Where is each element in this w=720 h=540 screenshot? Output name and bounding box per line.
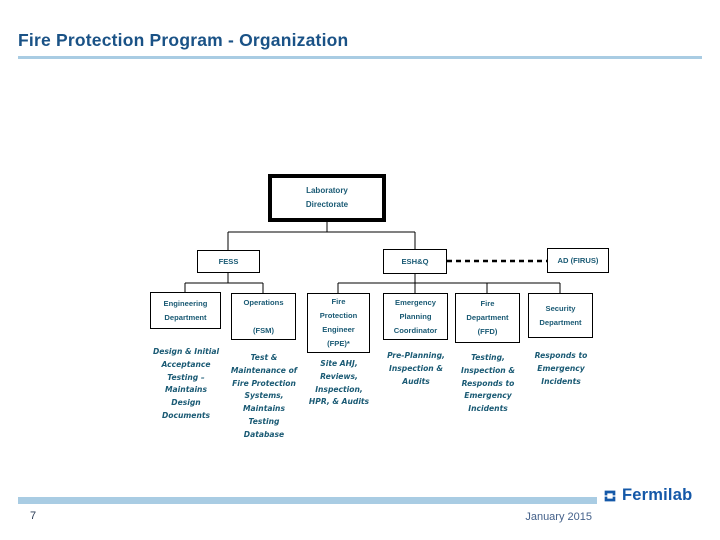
- slide-date: January 2015: [525, 511, 592, 523]
- org-node-engineering-department: Engineering Department: [150, 292, 221, 329]
- fermilab-logo: Fermilab: [602, 486, 692, 505]
- org-node-fire-department: Fire Department (FFD): [455, 293, 520, 343]
- page-number: 7: [30, 510, 37, 522]
- desc-operations: Test & Maintenance of Fire Protection Sy…: [230, 353, 298, 439]
- org-node-ad-firus: AD (FIRUS): [547, 248, 609, 273]
- org-node-security-department: Security Department: [528, 293, 593, 338]
- org-node-eshq: ESH&Q: [383, 249, 447, 274]
- org-node-operations: Operations (FSM): [231, 293, 296, 340]
- org-node-fess: FESS: [197, 250, 260, 273]
- slide-title: Fire Protection Program - Organization: [18, 30, 349, 50]
- desc-security-department: Responds to Emergency Incidents: [534, 351, 588, 386]
- desc-fire-department: Testing, Inspection & Responds to Emerge…: [461, 353, 515, 414]
- footer-accent-bar: [18, 497, 597, 504]
- desc-fire-protection-engineer: Site AHJ, Reviews, Inspection, HPR, & Au…: [308, 359, 370, 407]
- org-node-fire-protection-engineer: Fire Protection Engineer (FPE)*: [307, 293, 370, 353]
- title-underline: [18, 56, 702, 59]
- fermilab-logo-icon: [604, 490, 616, 501]
- org-node-laboratory-directorate: Laboratory Directorate: [268, 174, 386, 222]
- desc-engineering-department: Design & Initial Acceptance Testing – Ma…: [152, 347, 220, 420]
- desc-emergency-planning-coordinator: Pre-Planning, Inspection & Audits: [387, 351, 445, 386]
- org-node-emergency-planning-coordinator: Emergency Planning Coordinator: [383, 293, 448, 340]
- fermilab-logo-text: Fermilab: [622, 486, 693, 504]
